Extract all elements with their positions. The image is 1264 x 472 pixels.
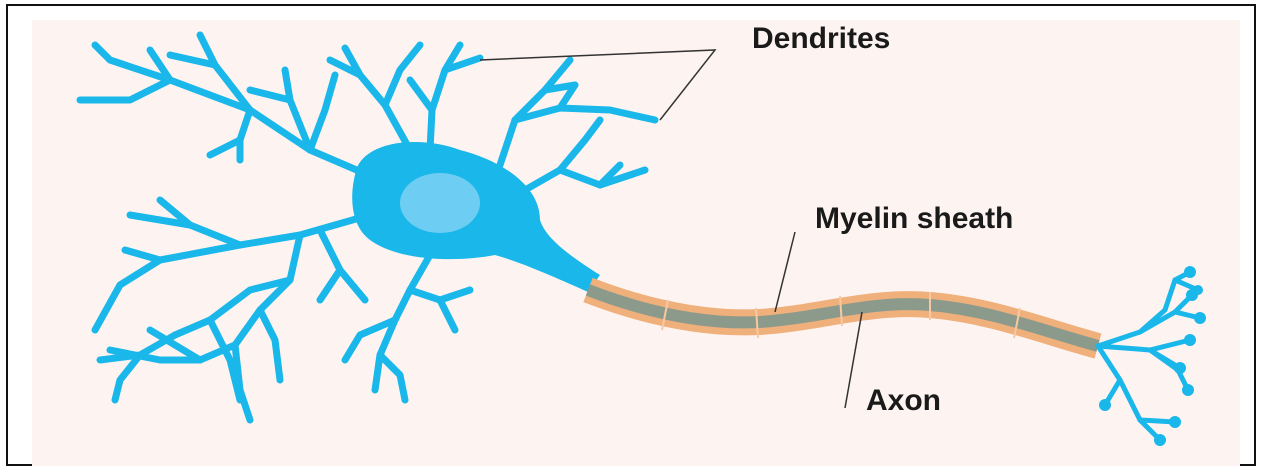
dendrites-label: Dendrites	[752, 22, 890, 55]
nucleus	[400, 173, 480, 233]
axon-label: Axon	[866, 384, 941, 417]
diagram-background	[32, 20, 1240, 466]
myelin-sheath-label: Myelin sheath	[815, 202, 1013, 235]
